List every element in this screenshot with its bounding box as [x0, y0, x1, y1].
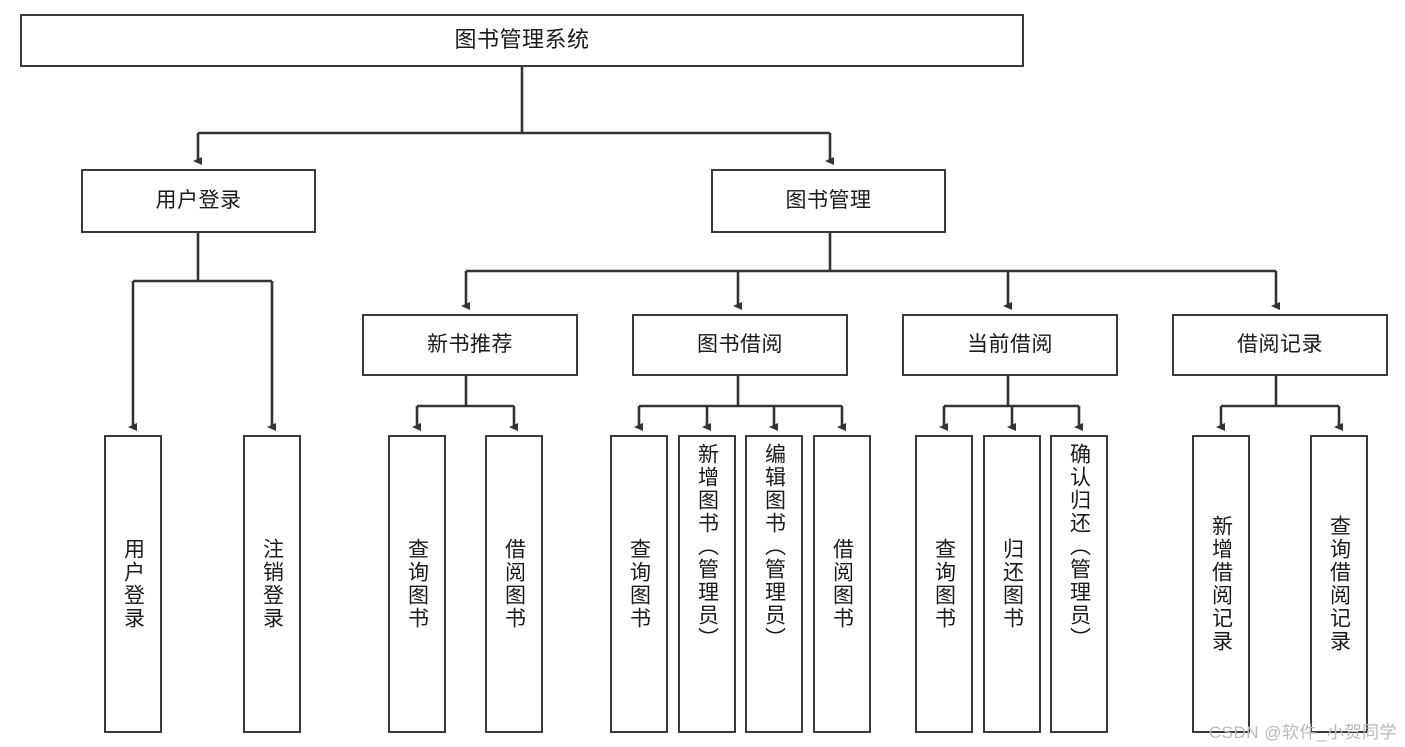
- node-root[interactable]: 图书管理系统: [20, 14, 1024, 67]
- node-borrow-record[interactable]: 借阅记录: [1172, 314, 1388, 376]
- node-borrow-record-label: 借阅记录: [1237, 333, 1323, 357]
- node-book-borrow[interactable]: 图书借阅: [632, 314, 848, 376]
- leaf-confirm-return[interactable]: 确认归还（管理员）: [1050, 435, 1108, 733]
- node-user-login[interactable]: 用户登录: [81, 169, 316, 233]
- node-root-label: 图书管理系统: [454, 27, 590, 53]
- leaf-query-book-2-label: 查询图书: [627, 538, 651, 630]
- leaf-logout-login-label: 注销登录: [260, 538, 284, 630]
- leaf-query-record[interactable]: 查询借阅记录: [1310, 435, 1368, 733]
- leaf-add-book[interactable]: 新增图书（管理员）: [678, 435, 736, 733]
- node-book-admin[interactable]: 图书管理: [711, 169, 946, 233]
- leaf-return-book[interactable]: 归还图书: [983, 435, 1041, 733]
- node-user-login-label: 用户登录: [155, 189, 242, 213]
- leaf-borrow-book-1[interactable]: 借阅图书: [485, 435, 543, 733]
- node-new-book-recommend[interactable]: 新书推荐: [362, 314, 578, 376]
- leaf-return-book-label: 归还图书: [1000, 538, 1024, 630]
- leaf-add-book-label: 新增图书（管理员）: [695, 443, 719, 650]
- leaf-logout-login[interactable]: 注销登录: [243, 435, 301, 733]
- leaf-query-book-2[interactable]: 查询图书: [610, 435, 668, 733]
- leaf-query-book-3[interactable]: 查询图书: [915, 435, 973, 733]
- csdn-watermark: CSDN @软件_小贺同学: [1208, 723, 1397, 742]
- leaf-borrow-book-1-label: 借阅图书: [502, 538, 526, 630]
- leaf-query-book-1[interactable]: 查询图书: [388, 435, 446, 733]
- leaf-user-login-label: 用户登录: [121, 538, 145, 630]
- leaf-query-record-label: 查询借阅记录: [1327, 515, 1351, 653]
- node-new-book-recommend-label: 新书推荐: [427, 333, 513, 357]
- node-book-borrow-label: 图书借阅: [697, 333, 783, 357]
- leaf-add-record[interactable]: 新增借阅记录: [1192, 435, 1250, 733]
- leaf-edit-book-label: 编辑图书（管理员）: [762, 443, 786, 650]
- node-current-borrow[interactable]: 当前借阅: [902, 314, 1118, 376]
- leaf-confirm-return-label: 确认归还（管理员）: [1067, 443, 1091, 650]
- leaf-user-login[interactable]: 用户登录: [104, 435, 162, 733]
- node-book-admin-label: 图书管理: [785, 189, 872, 213]
- leaf-edit-book[interactable]: 编辑图书（管理员）: [745, 435, 803, 733]
- leaf-add-record-label: 新增借阅记录: [1209, 515, 1233, 653]
- leaf-borrow-book-2[interactable]: 借阅图书: [813, 435, 871, 733]
- node-current-borrow-label: 当前借阅: [967, 333, 1053, 357]
- leaf-borrow-book-2-label: 借阅图书: [830, 538, 854, 630]
- leaf-query-book-1-label: 查询图书: [405, 538, 429, 630]
- leaf-query-book-3-label: 查询图书: [932, 538, 956, 630]
